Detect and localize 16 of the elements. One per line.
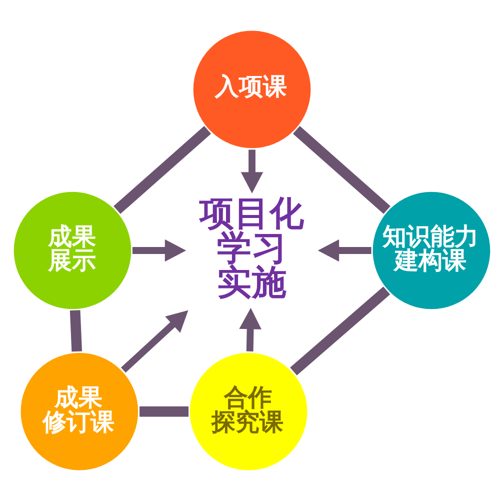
arrow — [120, 310, 188, 372]
node-circle: 合作探究课 — [188, 350, 310, 472]
node-circle: 成果展示 — [12, 189, 134, 311]
arrow — [132, 238, 186, 262]
arrow — [240, 149, 264, 193]
connector — [114, 125, 212, 214]
connector — [140, 406, 189, 416]
arrow — [318, 238, 372, 262]
connector — [292, 125, 390, 214]
connector — [290, 286, 390, 375]
connector — [70, 310, 82, 352]
node-circle: 知识能力建构课 — [370, 189, 492, 311]
arrow — [239, 307, 262, 351]
node-circle: 成果修订课 — [18, 350, 140, 472]
node-circle: 入项课 — [191, 28, 313, 150]
node-text: 项目化学习实施 — [200, 194, 305, 303]
